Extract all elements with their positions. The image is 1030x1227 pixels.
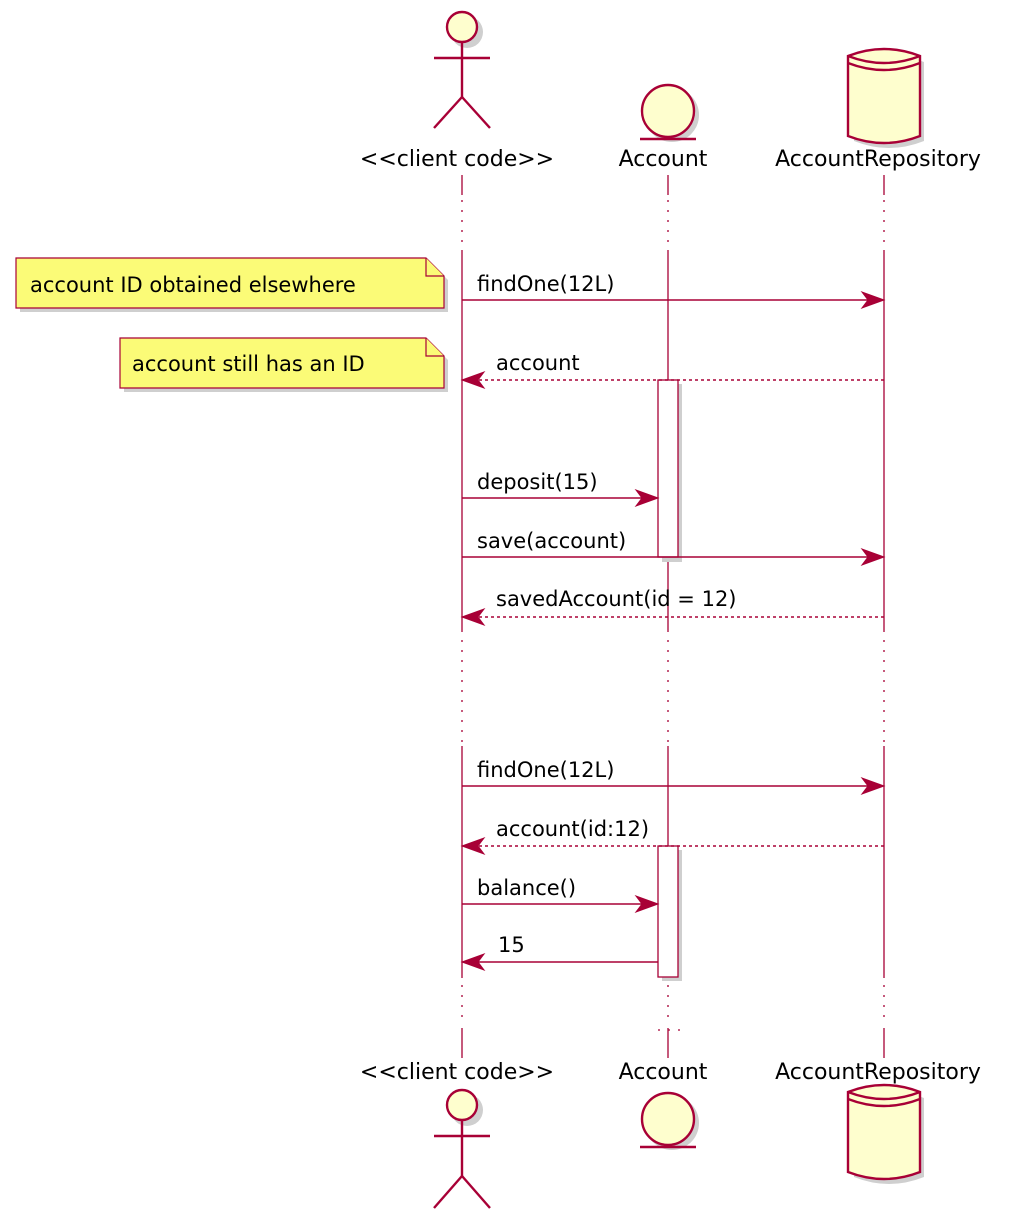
- message-label: findOne(12L): [477, 272, 614, 296]
- message-label: findOne(12L): [477, 758, 614, 782]
- account-repository-database-bottom: [846, 1083, 924, 1184]
- account-label-bottom: Account: [619, 1060, 708, 1085]
- account-repository-label-top: AccountRepository: [775, 147, 981, 172]
- message-account-return-1: account: [460, 351, 884, 390]
- account-entity-top: [640, 83, 699, 142]
- message-label: account(id:12): [496, 817, 649, 841]
- client-code-actor-top: [433, 10, 491, 129]
- account-label-top: Account: [619, 147, 708, 172]
- client-code-actor-bottom: [433, 1088, 491, 1209]
- message-save: save(account): [462, 529, 886, 567]
- activation-bar-account-2: [657, 845, 682, 981]
- message-label: account: [496, 351, 580, 375]
- message-balance: balance(): [462, 876, 660, 914]
- message-label: balance(): [477, 876, 576, 900]
- message-find-one-1: findOne(12L): [462, 272, 886, 310]
- account-repository-label-bottom: AccountRepository: [775, 1060, 981, 1085]
- activation-bar-account-1: [657, 379, 682, 562]
- message-label: deposit(15): [477, 470, 598, 494]
- note-text: account ID obtained elsewhere: [30, 273, 356, 297]
- account-entity-bottom: [640, 1091, 699, 1150]
- account-repository-database-top: [846, 47, 924, 148]
- message-label: savedAccount(id = 12): [496, 587, 737, 611]
- client-code-label-top: <<client code>>: [360, 147, 554, 172]
- message-deposit: deposit(15): [462, 470, 660, 508]
- message-label: save(account): [477, 529, 626, 553]
- message-find-one-2: findOne(12L): [462, 758, 886, 796]
- message-balance-result: 15: [460, 933, 658, 972]
- note-text: account still has an ID: [132, 352, 365, 376]
- message-saved-account-return: savedAccount(id = 12): [460, 587, 884, 627]
- note-account-id-obtained: account ID obtained elsewhere: [15, 257, 448, 312]
- message-account-return-2: account(id:12): [460, 817, 884, 856]
- client-code-label-bottom: <<client code>>: [360, 1060, 554, 1085]
- note-account-still-has-id: account still has an ID: [119, 337, 448, 392]
- message-label: 15: [498, 933, 525, 957]
